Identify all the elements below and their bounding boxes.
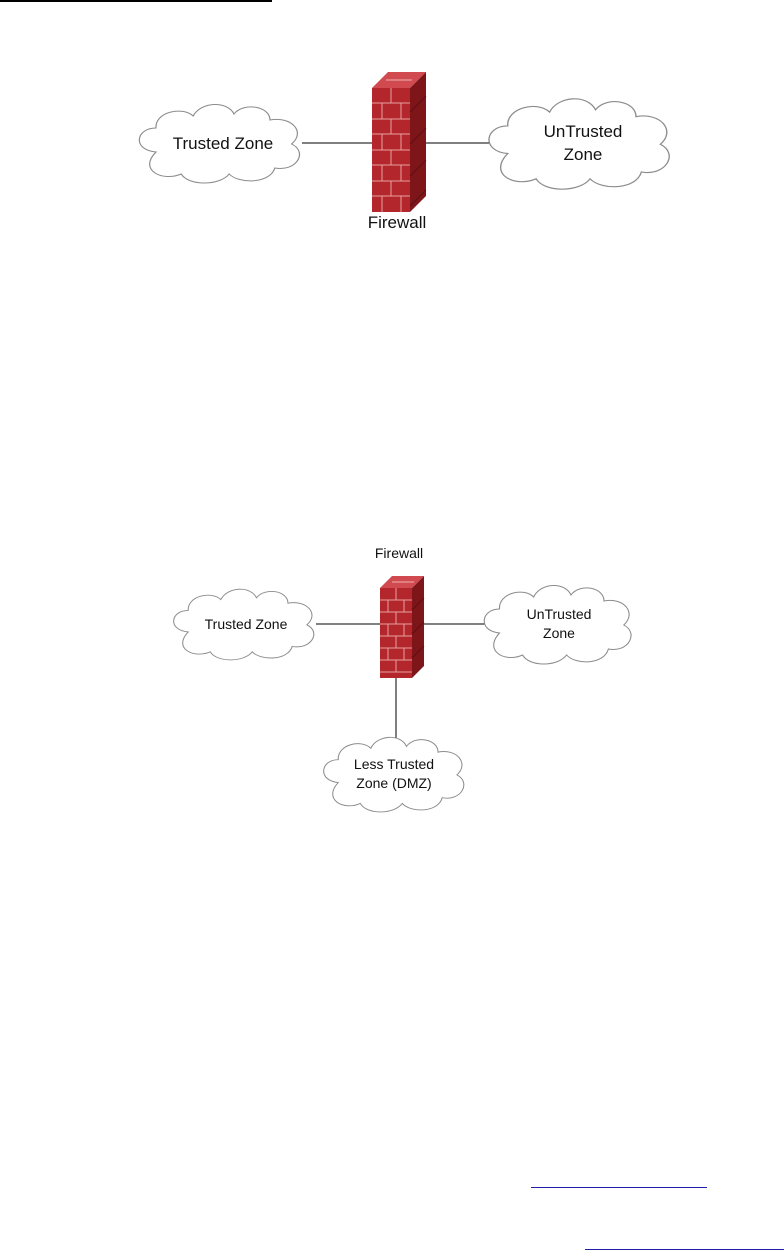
diagram-three-zone-firewall-dmz: Firewall Trusted Zone UnTrusted Zone Les…: [0, 540, 784, 830]
untrusted-zone-label-line2: Zone: [564, 145, 603, 164]
firewall-label: Firewall: [375, 545, 423, 561]
trusted-zone-label: Trusted Zone: [173, 134, 273, 153]
dmz-label-line2: Zone (DMZ): [356, 775, 431, 791]
diagram-two-zone-firewall: Trusted Zone UnTrusted Zone: [0, 60, 784, 260]
dmz-label-line1: Less Trusted: [354, 756, 434, 772]
untrusted-zone-label-line1: UnTrusted: [527, 606, 592, 622]
firewall-icon: [380, 576, 424, 678]
cloud-untrusted-zone: [489, 99, 669, 189]
untrusted-zone-label-line2: Zone: [543, 625, 575, 641]
cloud-icon: [489, 99, 669, 189]
firewall-side-face: [412, 576, 424, 678]
footnote-link-underline[interactable]: [531, 1187, 707, 1188]
trusted-zone-label: Trusted Zone: [205, 616, 288, 632]
untrusted-zone-label-line1: UnTrusted: [544, 122, 623, 141]
firewall-label: Firewall: [368, 213, 427, 232]
top-rule: [0, 0, 272, 2]
firewall-icon: [372, 72, 426, 212]
